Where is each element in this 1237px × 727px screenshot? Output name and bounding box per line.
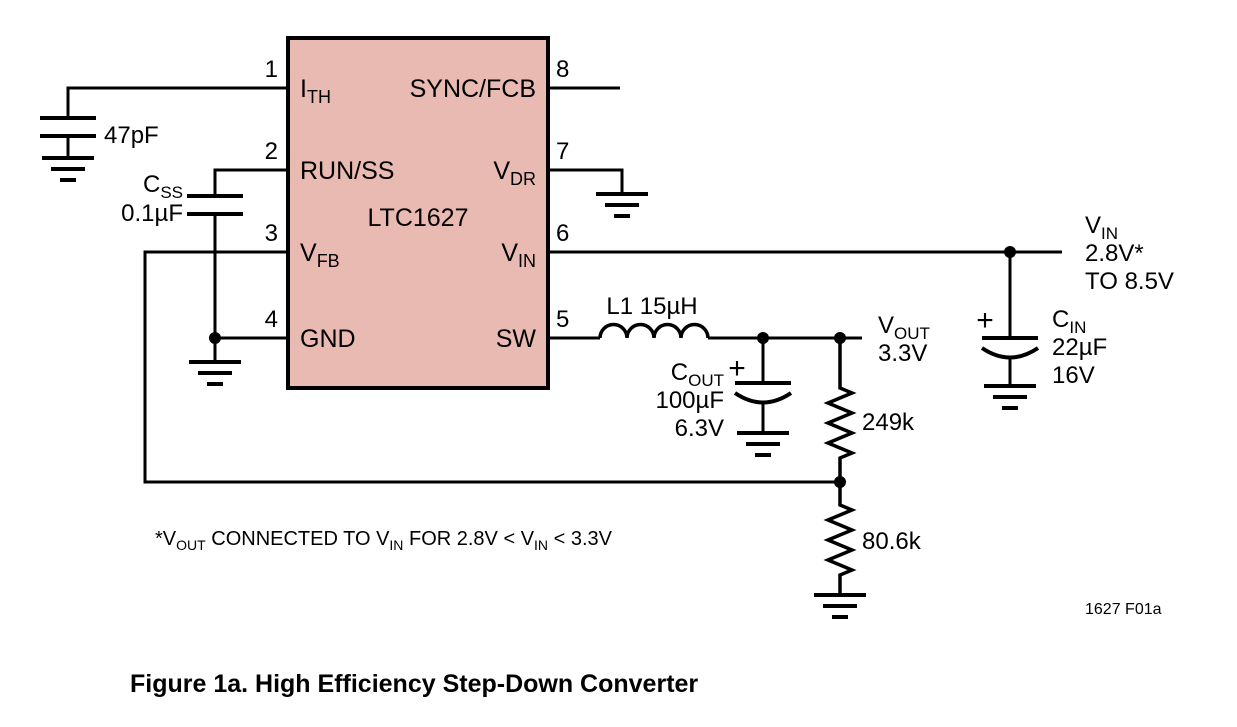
pin-2-wire [213,168,288,196]
capacitor-cout: + COUT 100µF 6.3V [655,338,793,457]
ic-ltc1627: LTC1627 [286,36,550,390]
resistor-249k: 249k [823,338,915,482]
capacitor-cout-label: COUT [671,359,724,390]
pin-8-syncfcb: 8 SYNC/FCB [410,56,620,103]
pin-5-number: 5 [556,306,569,333]
pin-1-name: ITH [300,75,331,107]
capacitor-css: CSS 0.1µF [121,171,243,338]
ground-symbol [594,192,650,218]
junction-dot [757,332,769,344]
capacitor-47pf-label: 47pF [104,122,159,149]
pin-5-name: SW [496,325,537,353]
pin-1-ith: 1 ITH [66,56,331,118]
vout-label: VOUT 3.3V [878,312,930,367]
pin-1-wire [66,86,288,118]
junction-dot [834,332,846,344]
pin-3-name: VFB [300,239,340,271]
vin-voltage-min: 2.8V* [1085,240,1144,267]
capacitor-css-label: CSS [143,171,183,202]
inductor-coil [598,322,710,339]
ground-symbol [187,360,243,386]
junction-dot [209,332,221,344]
pin-5-sw: 5 SW [496,306,600,353]
capacitor-cin: + CIN 22µF 16V [976,252,1107,410]
pin-4-number: 4 [265,306,278,333]
pin-6-number: 6 [556,220,569,247]
pin-7-name: VDR [493,157,536,189]
pin-7-vdr: 7 VDR [493,138,650,218]
resistor-249k-label: 249k [862,409,915,436]
figure-id: 1627 F01a [1085,601,1162,618]
pin-4-name: GND [300,325,356,353]
pin-2-runss: 2 RUN/SS [213,138,394,196]
capacitor-cout-value: 100µF [655,387,724,414]
pin-7-wire [548,168,624,194]
resistor-zigzag [823,338,857,482]
cin-plus-sign: + [976,304,994,337]
capacitor-curved-plate [980,346,1040,360]
ic-body [286,36,550,390]
pin-8-name: SYNC/FCB [410,75,536,103]
vin-voltage-max: TO 8.5V [1085,268,1174,295]
pin-6-name: VIN [501,239,536,271]
capacitor-cin-label: CIN [1052,306,1086,337]
junction-dot [834,476,846,488]
vin-label: VIN 2.8V* TO 8.5V [1085,212,1174,295]
vout-voltage: 3.3V [878,340,927,367]
inductor-l1-label: L1 15µH [606,293,697,320]
pin-6-vin: 6 VIN [501,220,1062,271]
capacitor-47pf: 47pF [40,116,159,182]
ground-symbol [812,593,868,619]
pin-7-number: 7 [556,138,569,165]
capacitor-css-value: 0.1µF [121,200,183,227]
pin-1-number: 1 [265,56,278,83]
figure-caption: Figure 1a. High Efficiency Step-Down Con… [130,670,698,698]
vout-name: VOUT [878,312,930,343]
note-text: *VOUT CONNECTED TO VIN FOR 2.8V < VIN < … [155,528,613,553]
inductor-l1: L1 15µH [598,293,862,340]
vin-name: VIN [1085,212,1118,243]
cout-plus-sign: + [728,352,746,385]
capacitor-curved-plate [733,391,793,405]
pin-2-name: RUN/SS [300,157,394,185]
pin-8-number: 8 [556,56,569,83]
capacitor-cin-value: 22µF [1052,334,1107,361]
resistor-80k6: 80.6k [812,482,922,619]
resistor-zigzag [823,482,857,595]
pin-3-number: 3 [265,220,278,247]
ground-symbol [982,384,1038,410]
capacitor-cout-voltage: 6.3V [675,415,724,442]
capacitor-cin-voltage: 16V [1052,362,1095,389]
ground-symbol [40,156,96,182]
ground-symbol [735,431,791,457]
resistor-80k6-label: 80.6k [862,528,922,555]
pin-4-gnd: 4 GND [187,306,356,386]
pin-2-number: 2 [265,138,278,165]
junction-dot [1004,246,1016,258]
ic-label: LTC1627 [368,204,469,232]
